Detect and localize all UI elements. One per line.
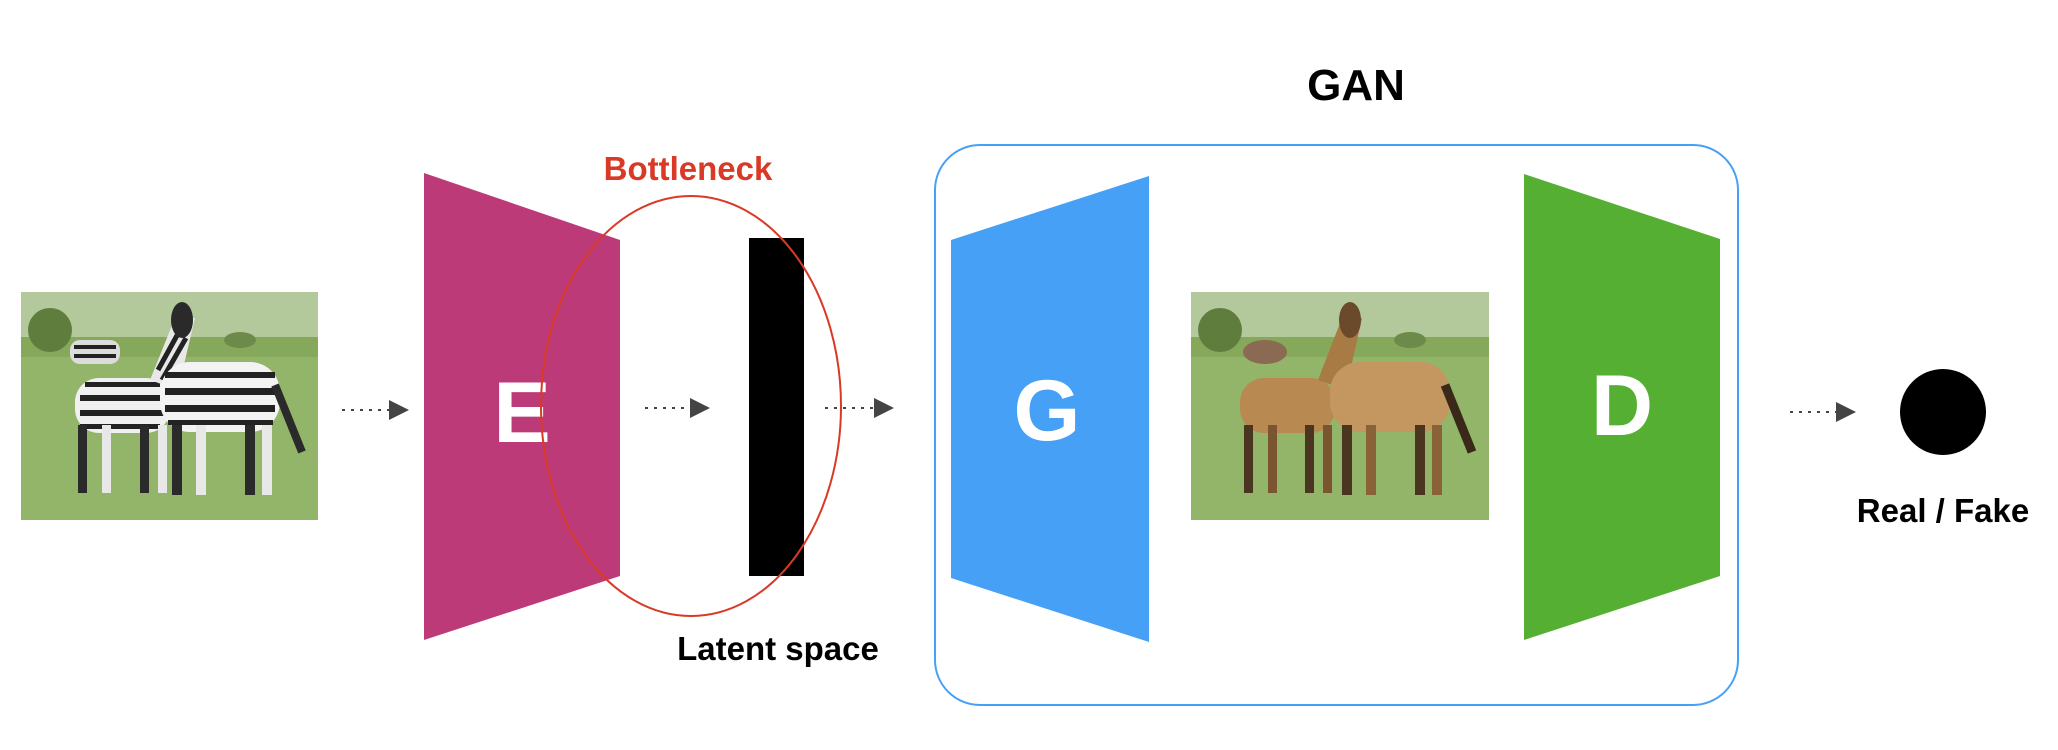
latent-space-label: Latent space <box>677 630 879 667</box>
bottleneck-label: Bottleneck <box>604 150 773 187</box>
encoder-block <box>424 173 620 640</box>
gan-title: GAN <box>1307 61 1405 110</box>
bottleneck-ellipse <box>540 195 842 617</box>
generator-block <box>951 176 1149 642</box>
discriminator-block <box>1524 174 1720 640</box>
real-fake-label: Real / Fake <box>1857 492 2029 529</box>
input-zebra-image <box>21 292 318 520</box>
generator-label: G <box>1014 363 1081 459</box>
generated-horse-image <box>1191 292 1489 520</box>
discriminator-label: D <box>1591 358 1653 454</box>
latent-space-vector <box>749 238 804 576</box>
real-fake-output-node <box>1900 369 1986 455</box>
gan-container <box>934 144 1739 706</box>
